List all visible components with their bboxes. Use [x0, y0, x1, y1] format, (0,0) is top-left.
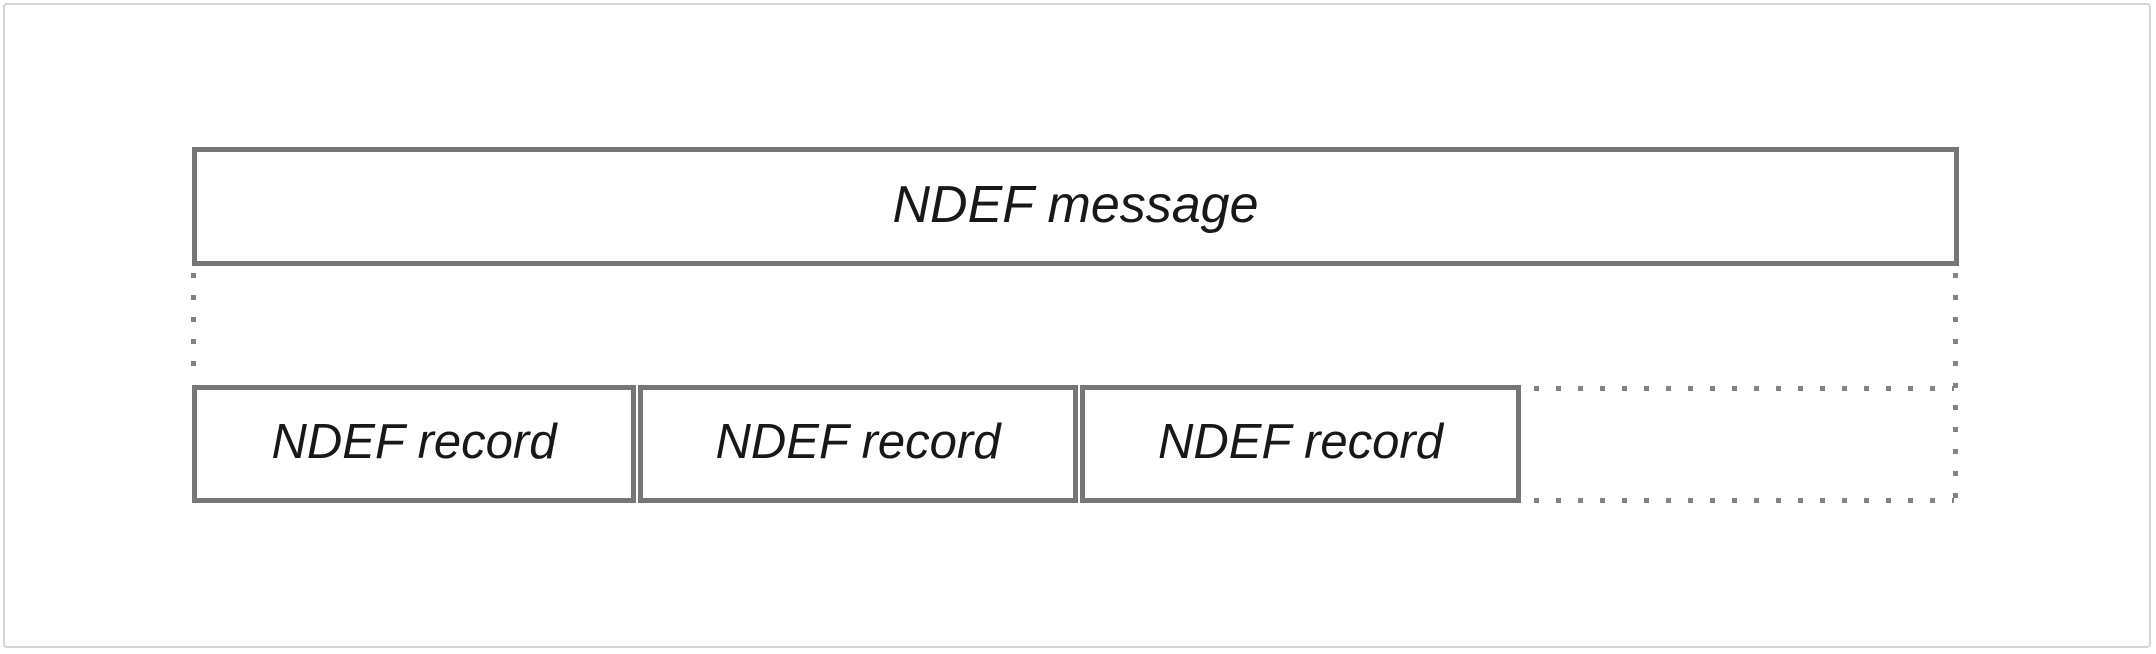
- ndef-record-box-3: NDEF record: [1080, 385, 1521, 503]
- page-border: [3, 3, 2151, 648]
- ndef-record-label-2: NDEF record: [715, 414, 1001, 469]
- ndef-message-label: NDEF message: [892, 175, 1259, 234]
- ndef-record-label-1: NDEF record: [271, 414, 557, 469]
- dotted-line-right: [1953, 273, 1958, 504]
- ndef-record-box-2: NDEF record: [638, 385, 1078, 503]
- ndef-record-box-1: NDEF record: [192, 385, 636, 503]
- ndef-record-label-3: NDEF record: [1157, 414, 1443, 469]
- dotted-line-bottom: [1534, 498, 1954, 503]
- dotted-line-top: [1534, 386, 1954, 391]
- dotted-line-left: [191, 273, 196, 379]
- ndef-message-box: NDEF message: [192, 147, 1959, 266]
